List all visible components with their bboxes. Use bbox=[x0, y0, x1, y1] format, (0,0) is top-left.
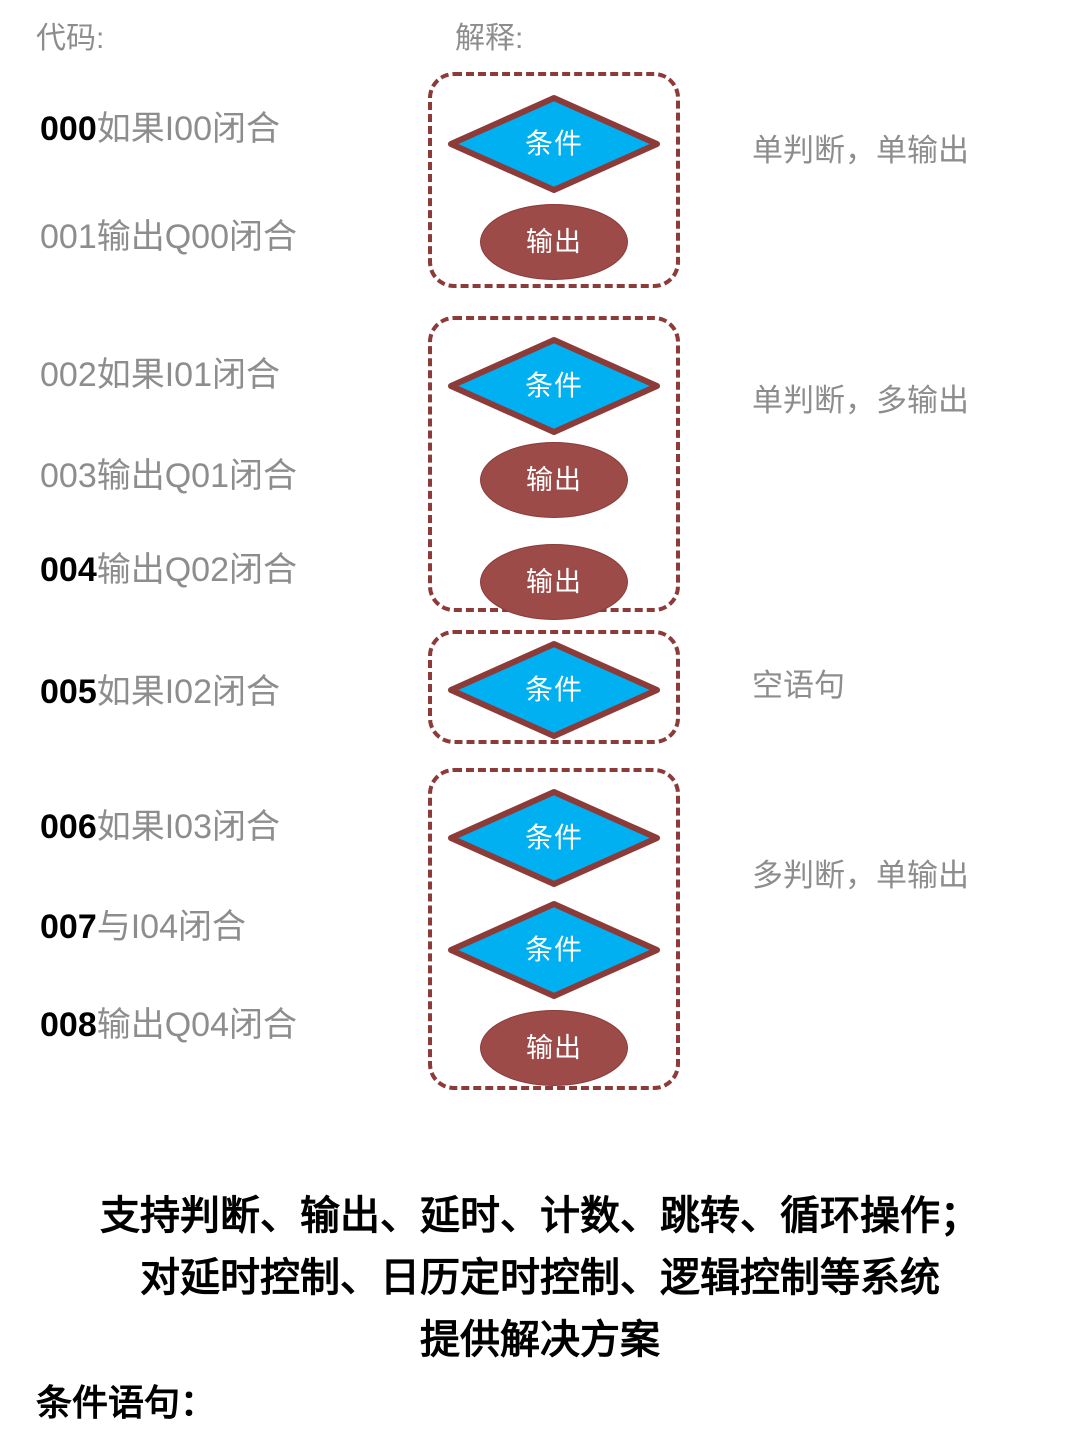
code-line-number: 005 bbox=[40, 673, 97, 711]
condition-diamond: 条件 bbox=[447, 900, 661, 1000]
diamond-shape-icon bbox=[448, 95, 660, 193]
output-ellipse: 输出 bbox=[480, 1010, 628, 1086]
code-line-text: 与I04闭合 bbox=[96, 908, 246, 946]
explanation-label: 空语句 bbox=[752, 668, 845, 703]
code-line: 008输出Q04闭合 bbox=[40, 1008, 297, 1042]
output-label: 输出 bbox=[526, 1032, 582, 1063]
summary-paragraph: 支持判断、输出、延时、计数、跳转、循环操作； 对延时控制、日历定时控制、逻辑控制等… bbox=[0, 1185, 1080, 1371]
diamond-shape-icon bbox=[448, 337, 660, 435]
diamond-shape-icon bbox=[448, 789, 660, 887]
summary-line: 提供解决方案 bbox=[420, 1318, 660, 1362]
output-label: 输出 bbox=[526, 464, 582, 495]
summary-line: 对延时控制、日历定时控制、逻辑控制等系统 bbox=[140, 1256, 940, 1300]
code-line-number: 000 bbox=[40, 110, 97, 148]
output-label: 输出 bbox=[526, 226, 582, 257]
code-line-text: 输出Q02闭合 bbox=[96, 551, 297, 589]
code-line-number: 003 bbox=[40, 457, 97, 495]
code-line-text: 输出Q04闭合 bbox=[96, 1006, 297, 1044]
group-single-judge-single-output: 条件输出 bbox=[428, 72, 680, 288]
code-line: 004输出Q02闭合 bbox=[40, 553, 297, 587]
code-line-number: 002 bbox=[40, 356, 97, 394]
code-line-text: 如果I03闭合 bbox=[96, 808, 280, 846]
diamond-shape-icon bbox=[448, 901, 660, 999]
condition-diamond: 条件 bbox=[447, 640, 661, 740]
group-single-judge-multi-output: 条件输出输出 bbox=[428, 316, 680, 620]
code-line-text: 如果I02闭合 bbox=[96, 673, 280, 711]
code-line-text: 输出Q00闭合 bbox=[96, 218, 297, 256]
explanation-column-header: 解释: bbox=[455, 22, 524, 55]
code-line-text: 输出Q01闭合 bbox=[96, 457, 297, 495]
group-multi-judge-single-output: 条件条件输出 bbox=[428, 768, 680, 1090]
condition-diamond: 条件 bbox=[447, 94, 661, 194]
code-line-number: 004 bbox=[40, 551, 97, 589]
explanation-label: 单判断，单输出 bbox=[752, 133, 969, 168]
condition-diamond: 条件 bbox=[447, 788, 661, 888]
output-ellipse: 输出 bbox=[480, 442, 628, 518]
code-line-number: 007 bbox=[40, 908, 97, 946]
code-line: 006如果I03闭合 bbox=[40, 810, 280, 844]
output-ellipse: 输出 bbox=[480, 204, 628, 280]
code-line-number: 001 bbox=[40, 218, 97, 256]
condition-diamond: 条件 bbox=[447, 336, 661, 436]
code-line: 007与I04闭合 bbox=[40, 910, 246, 944]
code-line: 001输出Q00闭合 bbox=[40, 220, 297, 254]
group-empty-statement: 条件 bbox=[428, 630, 680, 744]
explanation-label: 多判断，单输出 bbox=[752, 858, 969, 893]
code-line: 002如果I01闭合 bbox=[40, 358, 280, 392]
code-line: 005如果I02闭合 bbox=[40, 675, 280, 709]
summary-line: 支持判断、输出、延时、计数、跳转、循环操作； bbox=[100, 1194, 980, 1238]
code-line: 000如果I00闭合 bbox=[40, 112, 280, 146]
footer-note: 条件语句： bbox=[36, 1382, 217, 1423]
output-label: 输出 bbox=[526, 566, 582, 597]
code-line-text: 如果I01闭合 bbox=[96, 356, 280, 394]
diamond-shape-icon bbox=[448, 641, 660, 739]
code-line: 003输出Q01闭合 bbox=[40, 459, 297, 493]
explanation-label: 单判断，多输出 bbox=[752, 383, 969, 418]
code-column-header: 代码: bbox=[36, 22, 105, 55]
code-line-text: 如果I00闭合 bbox=[96, 110, 280, 148]
code-line-number: 008 bbox=[40, 1006, 97, 1044]
code-line-number: 006 bbox=[40, 808, 97, 846]
output-ellipse: 输出 bbox=[480, 544, 628, 620]
